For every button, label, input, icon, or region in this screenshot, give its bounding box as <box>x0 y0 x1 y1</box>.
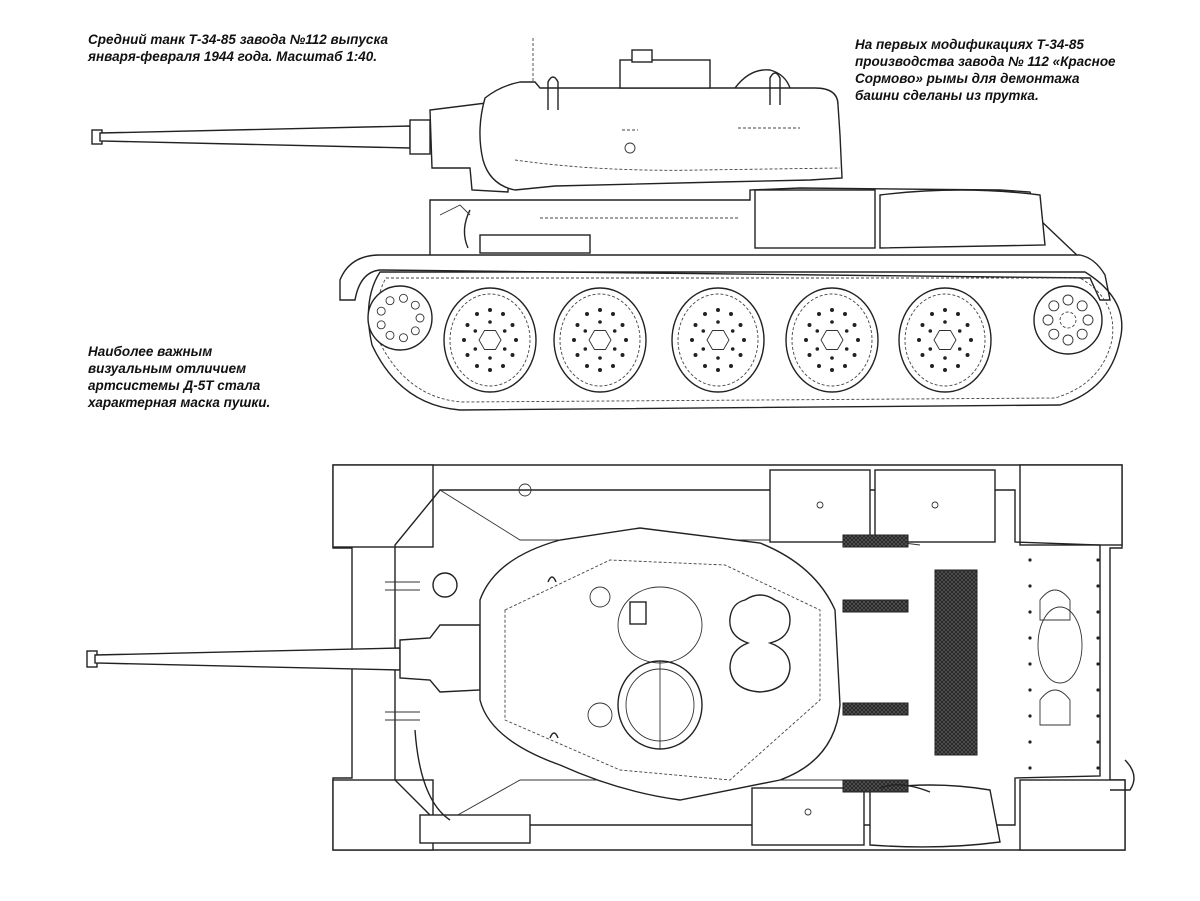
turret-top <box>479 527 841 801</box>
ventilator-cover <box>729 594 791 693</box>
engine-deck-grille <box>934 569 978 756</box>
road-wheels <box>443 287 992 393</box>
drawing-title-caption: Средний танк Т-34-85 завода №112 выпуска… <box>88 32 388 64</box>
stowage-box <box>751 787 865 846</box>
top-view <box>86 464 1135 851</box>
lifting-ring <box>769 72 781 105</box>
turret-lifting-rings-note: На первых модификациях Т-34-85 производс… <box>855 37 1116 103</box>
turret-side <box>429 49 843 193</box>
road-wheel <box>898 287 992 393</box>
road-wheel <box>785 287 879 393</box>
side-view <box>91 38 1123 411</box>
tarpaulin-roll <box>869 784 1001 848</box>
lifting-ring <box>547 576 557 583</box>
lifting-ring <box>549 732 559 739</box>
road-wheel <box>553 287 647 393</box>
commander-cupola <box>619 59 711 89</box>
rear-panel <box>1028 558 1100 770</box>
tarpaulin-roll <box>879 189 1046 249</box>
lifting-ring <box>547 76 559 110</box>
stowage-box <box>754 189 876 249</box>
road-wheel <box>443 287 537 393</box>
gun-barrel-top <box>86 624 481 693</box>
stowage-box <box>769 469 871 543</box>
stowage-box <box>874 469 996 543</box>
gun-mantlet-note: Наиболее важным визуальным отличием артс… <box>88 344 271 410</box>
idler-wheel <box>367 285 433 351</box>
loader-hatch <box>617 586 703 664</box>
hull-side <box>429 187 1082 259</box>
road-wheel <box>671 287 765 393</box>
gun-barrel-side <box>91 119 431 155</box>
track-fender <box>339 254 1111 301</box>
drive-sprocket <box>1033 285 1103 355</box>
